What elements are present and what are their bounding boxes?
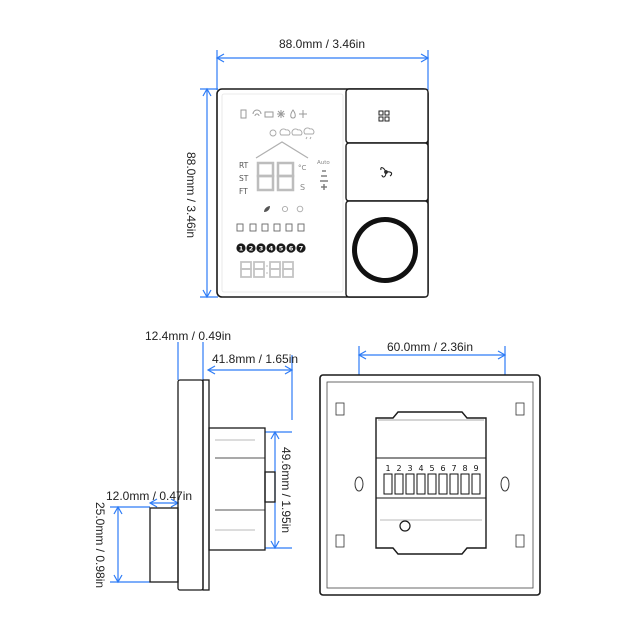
house-roof-icon xyxy=(255,141,309,159)
drop-icon xyxy=(281,205,289,213)
program-icon-row xyxy=(236,223,305,232)
auto-label: Auto xyxy=(317,160,330,166)
side-plate-label: 12.0mm / 0.47in xyxy=(106,489,192,503)
side-total-depth-dimension xyxy=(177,342,204,380)
fan-icon xyxy=(380,167,393,178)
terminal-7: 7 xyxy=(451,464,456,473)
side-profile xyxy=(149,379,276,591)
wifi-icon xyxy=(252,109,262,117)
side-body-depth-label: 41.8mm / 1.65in xyxy=(212,352,298,366)
side-plate-height-label: 25.0mm / 0.98in xyxy=(93,502,107,588)
time-digits xyxy=(240,261,294,278)
terminal-8: 8 xyxy=(462,464,467,473)
side-total-depth-label: 12.4mm / 0.49in xyxy=(145,329,231,343)
terminal-4: 4 xyxy=(418,464,423,473)
front-width-label: 88.0mm / 3.46in xyxy=(279,37,365,51)
day-4: 4 xyxy=(269,245,274,253)
front-view: 88.0mm / 3.46in 88.0mm / 3.46in xyxy=(184,37,430,299)
front-height-label: 88.0mm / 3.46in xyxy=(184,152,198,238)
mounting-hole-right xyxy=(500,476,510,492)
terminal-block xyxy=(375,457,487,499)
side-view: 12.4mm / 0.49in 41.8mm / 1.65in 49.6mm /… xyxy=(93,329,298,591)
flame-icon xyxy=(290,109,296,119)
sun-icon xyxy=(269,129,277,137)
row-label-rt: RT xyxy=(239,161,249,170)
battery-icon xyxy=(240,109,247,119)
side-plate-height-dimension xyxy=(110,505,150,584)
fan-speed-bars-icon xyxy=(320,170,328,190)
terminal-screws xyxy=(383,473,481,495)
day-5: 5 xyxy=(279,245,284,253)
terminal-3: 3 xyxy=(407,464,412,473)
row-label-ft: FT xyxy=(239,187,248,196)
day-1: 1 xyxy=(239,245,244,253)
leaf-icon xyxy=(264,206,270,212)
clock-icon xyxy=(296,205,304,213)
unit-celsius: °C xyxy=(298,164,307,172)
back-hole-spacing-label: 60.0mm / 2.36in xyxy=(387,340,473,354)
menu-key[interactable] xyxy=(345,88,429,144)
grid-icon xyxy=(378,110,390,122)
terminal-numbers: 1 2 3 4 5 6 7 8 9 xyxy=(385,464,478,473)
cloud-icon xyxy=(279,128,291,136)
day-7: 7 xyxy=(299,245,304,253)
time-colon-bottom xyxy=(266,272,268,274)
snowflake-icon xyxy=(277,110,285,118)
back-view: 60.0mm / 2.36in xyxy=(319,340,541,596)
back-module xyxy=(375,411,487,555)
terminal-5: 5 xyxy=(429,464,434,473)
terminal-6: 6 xyxy=(440,464,445,473)
terminal-2: 2 xyxy=(396,464,401,473)
side-body-height-label: 49.6mm / 1.95in xyxy=(279,447,293,533)
rain-icon xyxy=(303,127,315,140)
day-2: 2 xyxy=(249,245,254,253)
temperature-digits xyxy=(256,161,295,192)
day-6: 6 xyxy=(289,245,294,253)
status-icon-row xyxy=(240,109,307,119)
front-height-dimension xyxy=(200,87,218,299)
mounting-hole-left xyxy=(354,476,364,492)
day-3: 3 xyxy=(259,245,264,253)
terminal-9: 9 xyxy=(473,464,478,473)
side-body-depth-dimension xyxy=(206,355,294,420)
terminal-1: 1 xyxy=(385,464,390,473)
row-label-st: ST xyxy=(239,174,249,183)
sensor-hole xyxy=(399,520,411,532)
day-indicator-row: 1 2 3 4 5 6 7 xyxy=(236,243,306,253)
fan-small-icon xyxy=(299,110,307,118)
lock-icon xyxy=(264,111,274,118)
corner-tabs xyxy=(335,402,525,548)
unit-seconds: S xyxy=(300,183,305,192)
dial-knob-icon[interactable] xyxy=(352,217,418,283)
time-colon-top xyxy=(266,265,268,267)
cloud-sun-icon xyxy=(291,128,303,136)
lcd-screen xyxy=(221,93,344,293)
front-width-dimension xyxy=(215,50,430,90)
weather-icon-row xyxy=(269,127,315,140)
